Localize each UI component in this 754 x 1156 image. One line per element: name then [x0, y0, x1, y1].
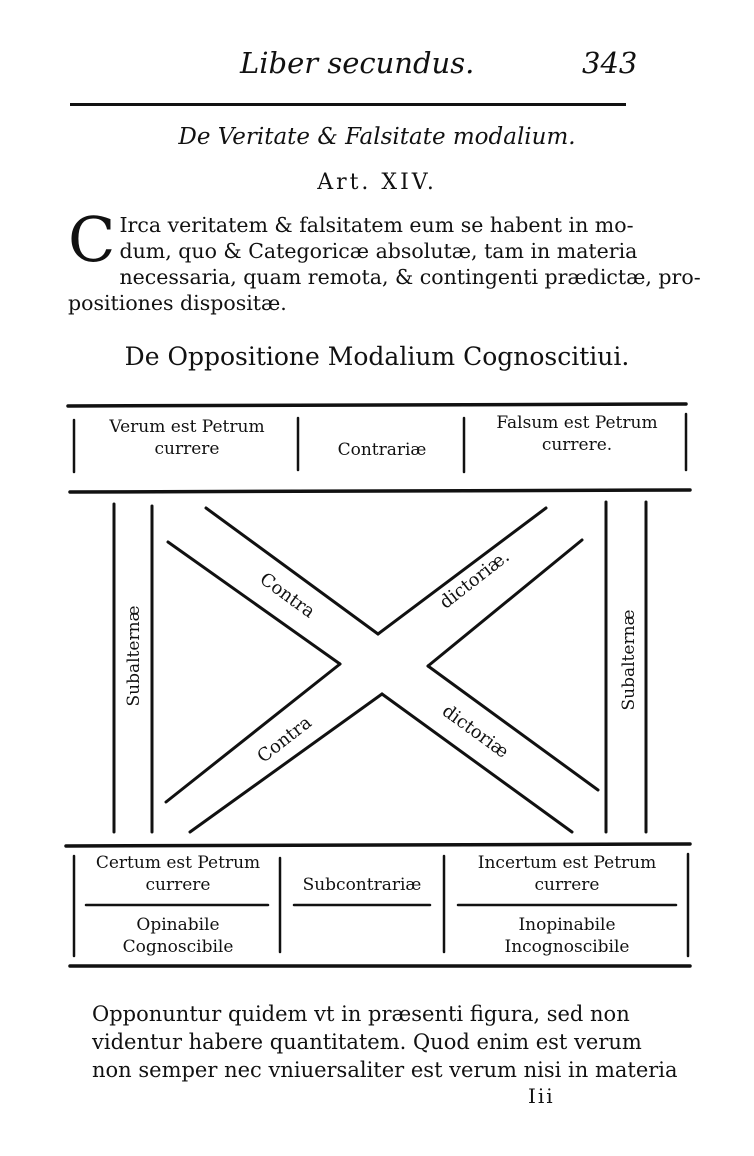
signature-mark: Iii [528, 1084, 555, 1108]
top-middle-relation: Contrariæ [337, 440, 427, 460]
section-title: De Veritate & Falsitate modalium. [178, 124, 576, 150]
bottom-right-sub-line: Inopinabile [518, 915, 616, 935]
diag-a-lower-edge-2 [380, 692, 574, 834]
bottom-left-sub-line: Opinabile [136, 915, 220, 935]
diag-lower-left-label: Contra [253, 712, 316, 767]
top-right-proposition: Falsum est Petrum currere. [474, 412, 680, 456]
paragraph-line: positiones dispositæ. [68, 291, 287, 315]
footer-line: non semper nec vniuersaliter est verum n… [92, 1058, 678, 1082]
bottom-left-qualifier: Opinabile Cognoscibile [84, 914, 272, 958]
paragraph-line: dum, quo & Categoricæ absolutæ, tam in m… [119, 239, 638, 263]
paragraph-line: Irca veritatem & falsitatem eum se haben… [119, 213, 634, 237]
diag-upper-right-label: dictoriæ. [436, 546, 514, 613]
bottom-right-line: currere [534, 875, 600, 895]
top-left-line: currere [154, 439, 220, 459]
bottom-left-line: Certum est Petrum [95, 853, 261, 873]
diag-lower-right-label: dictoriæ [438, 701, 512, 763]
bottom-left-sub-line: Cognoscibile [122, 937, 234, 957]
bottom-right-qualifier: Inopinabile Incognoscibile [452, 914, 682, 958]
bottom-right-line: Incertum est Petrum [477, 853, 657, 873]
diag-a-upper-edge-2 [426, 664, 600, 792]
diag-b-upper-edge-2 [426, 538, 584, 668]
top-right-line: currere. [541, 435, 613, 455]
top-right-line: Falsum est Petrum [496, 413, 658, 433]
page-number: 343 [582, 46, 638, 80]
article-heading: Art. XIV. [317, 170, 437, 195]
right-side-label: Subalternæ [619, 609, 639, 710]
footer-line: Opponuntur quidem vt in præsenti figura,… [92, 1002, 630, 1026]
header-rule [70, 103, 626, 106]
top-box-bottom-rule [68, 488, 692, 494]
top-left-proposition: Verum est Petrum currere [84, 416, 290, 460]
footer-paragraph: Opponuntur quidem vt in præsenti figura,… [92, 1000, 678, 1084]
bottom-left-line: currere [145, 875, 211, 895]
diag-b-lower-edge-2 [188, 692, 384, 834]
bottom-middle-relation: Subcontrariæ [302, 875, 422, 895]
top-box-top-rule [66, 402, 688, 408]
diag-upper-left-label: Contra [256, 569, 319, 623]
left-side-label: Subalternæ [124, 605, 144, 706]
diag-a-lower-edge-1 [166, 540, 342, 666]
running-title: Liber secundus. [240, 46, 475, 80]
paragraph-line: necessaria, quam remota, & contingenti p… [119, 265, 701, 289]
diag-b-upper-edge-1 [376, 506, 548, 636]
drop-cap: C [68, 203, 116, 276]
diag-a-upper-edge-1 [204, 506, 380, 636]
diag-b-lower-edge-1 [164, 662, 342, 804]
bottom-right-sub-line: Incognoscibile [504, 937, 630, 957]
top-left-line: Verum est Petrum [109, 417, 265, 437]
bottom-right-proposition: Incertum est Petrum currere [452, 852, 682, 896]
body-paragraph: C Irca veritatem & falsitatem eum se hab… [68, 203, 701, 316]
diagram-title: De Oppositione Modalium Cognoscitiui. [124, 342, 630, 371]
bottom-box-top-rule [64, 842, 692, 848]
bottom-left-proposition: Certum est Petrum currere [84, 852, 272, 896]
footer-line: videntur habere quantitatem. Quod enim e… [92, 1030, 642, 1054]
